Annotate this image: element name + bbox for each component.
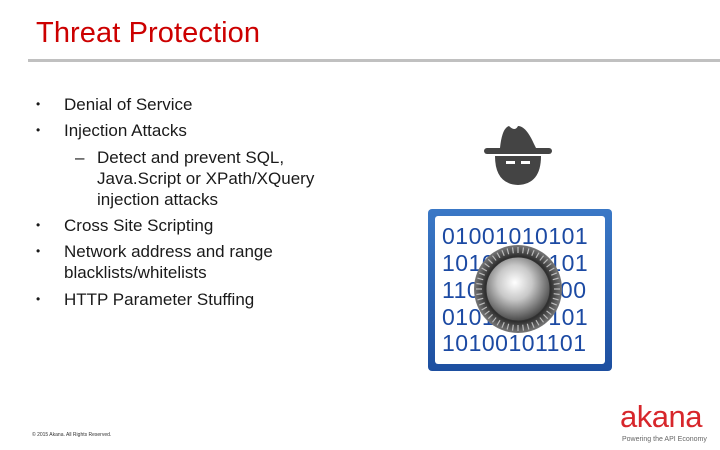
dial-tick — [552, 277, 559, 281]
bullet-dot: • — [36, 292, 41, 306]
dial-tick — [484, 310, 490, 316]
dial-tick — [506, 323, 510, 330]
title-divider — [28, 59, 720, 62]
binary-lock-icon: 01001010101 10101010101 11001010000 0101… — [428, 209, 612, 371]
sub-bullet-line: Java.Script or XPath/XQuery — [97, 169, 315, 188]
dial-tick — [539, 255, 545, 261]
sub-bullet-dash: – — [75, 148, 85, 167]
dial-tick — [476, 293, 483, 296]
bullet-text: Network address and range — [64, 242, 273, 261]
dial-tick — [546, 310, 552, 316]
dial-tick — [481, 306, 488, 311]
bullet-dot: • — [36, 244, 41, 258]
dial-tick — [543, 258, 549, 264]
dial-tick — [506, 248, 510, 255]
dial-tick — [543, 314, 549, 320]
bullet-dot: • — [36, 123, 41, 137]
dial-tick — [496, 252, 501, 259]
dial-tick — [548, 306, 555, 311]
dial-tick — [535, 319, 540, 326]
dial-tick — [553, 293, 560, 296]
bullet-text: Denial of Service — [64, 95, 193, 114]
binary-row: 10100101101 — [442, 330, 587, 356]
slide-title: Threat Protection — [36, 17, 261, 49]
dial-tick — [546, 262, 552, 268]
dial-tick — [478, 272, 485, 276]
dial-tick — [539, 317, 545, 323]
akana-logo: akana Powering the API Economy — [618, 401, 714, 447]
dial-tick — [491, 255, 497, 261]
dial-tick — [477, 277, 484, 281]
dial-tick — [551, 272, 558, 276]
bullet-text: Injection Attacks — [64, 121, 187, 140]
dial-tick — [487, 258, 493, 264]
dial-tick — [552, 297, 559, 301]
bullet-text-continuation: blacklists/whitelists — [64, 263, 207, 282]
dial-tick — [526, 248, 530, 255]
dial-tick — [487, 314, 493, 320]
dial-tick — [511, 324, 514, 331]
dial-tick — [531, 249, 535, 256]
dial-tick — [522, 324, 525, 331]
dial-tick — [548, 267, 555, 272]
dial-tick — [478, 302, 485, 306]
bullet-dot: • — [36, 218, 41, 232]
dial-tick — [476, 282, 483, 285]
sub-bullet-line: injection attacks — [97, 190, 218, 209]
dial-tick — [501, 249, 505, 256]
dial-tick — [511, 247, 514, 254]
bullet-text: Cross Site Scripting — [64, 216, 214, 235]
spy-hat-icon — [484, 126, 552, 185]
dial-tick — [522, 247, 525, 254]
dial-tick — [481, 267, 488, 272]
dial-tick — [491, 317, 497, 323]
bullet-dot: • — [36, 97, 41, 111]
logo-tagline: Powering the API Economy — [622, 436, 707, 443]
dial-tick — [501, 322, 505, 329]
binary-row: 01001010101 — [442, 223, 588, 249]
dial-tick — [526, 323, 530, 330]
dial-tick — [535, 252, 540, 259]
footer-copyright: © 2015 Akana. All Rights Reserved. — [32, 432, 112, 438]
bullet-text: HTTP Parameter Stuffing — [64, 290, 255, 309]
dial-tick — [551, 302, 558, 306]
dial-tick — [496, 319, 501, 326]
sub-bullet-line: Detect and prevent SQL, — [97, 148, 285, 167]
dial-tick — [553, 282, 560, 285]
logo-wordmark: akana — [620, 399, 702, 434]
dial-tick — [484, 262, 490, 268]
dial-tick — [477, 297, 484, 301]
dial-tick — [531, 322, 535, 329]
